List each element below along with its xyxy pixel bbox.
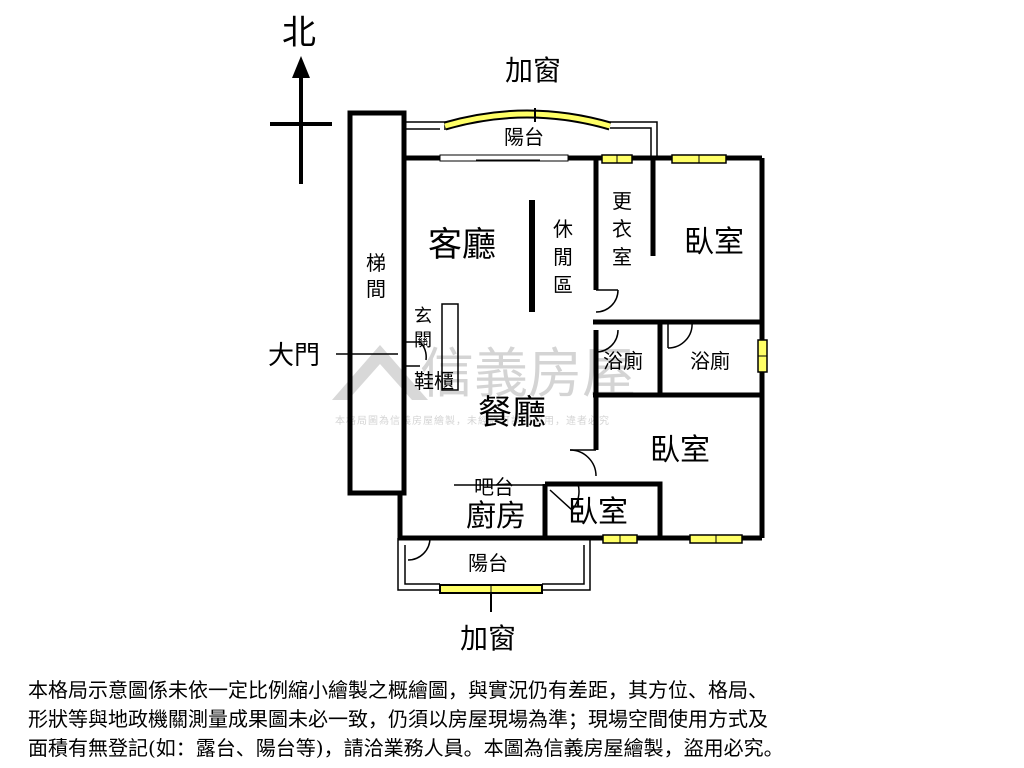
add-window-top-label: 加窗	[505, 54, 561, 87]
svg-text:衣: 衣	[612, 217, 632, 241]
stairwell-block	[347, 110, 407, 496]
doors	[407, 289, 693, 561]
balcony-top	[404, 108, 658, 158]
compass: 北	[270, 13, 332, 184]
kitchen-label: 廚房	[466, 499, 526, 534]
north-arrow-icon	[292, 56, 310, 78]
dressing-room-label: 更 衣 室	[612, 189, 632, 269]
shoe-cabinet-label: 鞋櫃	[414, 369, 454, 393]
svg-text:玄: 玄	[414, 306, 432, 327]
floor-plan-diagram: 信義房屋 本格局圖為信義房屋繪製，未經許可請勿盜用，違者必究 北	[268, 13, 768, 655]
bedroom-small-label: 臥室	[568, 495, 628, 530]
disclaimer-line-1: 本格局示意圖係未依一定比例縮小繪製之概繪圖，與實況仍有差距，其方位、格局、	[28, 678, 768, 702]
stairwell-label: 梯 間	[366, 251, 386, 301]
east-window	[757, 339, 768, 373]
main-door-label: 大門	[268, 341, 320, 371]
balcony-sliding-door	[439, 154, 569, 162]
add-window-bottom-label: 加窗	[460, 622, 516, 655]
bedroom-ne-label: 臥室	[684, 225, 744, 260]
svg-text:區: 區	[553, 273, 573, 297]
bottom-windows	[602, 534, 743, 544]
living-room-label: 客廳	[428, 225, 496, 265]
disclaimer-line-3: 面積有無登記(如：露台、陽台等)，請洽業務人員。本圖為信義房屋繪製，盜用必究。	[28, 736, 784, 760]
interior-walls	[542, 158, 762, 538]
dining-room-label: 餐廳	[478, 393, 546, 433]
bathroom-1-label: 浴廁	[603, 349, 643, 373]
watermark-notice: 本格局圖為信義房屋繪製，未經許可請勿盜用，違者必究	[335, 414, 610, 427]
balcony-top-label: 陽台	[504, 125, 544, 149]
svg-text:室: 室	[612, 245, 632, 269]
entrance-hall-label: 玄 關	[414, 306, 432, 351]
svg-text:更: 更	[612, 189, 632, 213]
north-label: 北	[282, 13, 316, 53]
bathroom-2-label: 浴廁	[690, 349, 730, 373]
leisure-area-label: 休 閒 區	[553, 217, 573, 297]
balcony-bottom	[397, 538, 591, 612]
shoe-cabinet-shape	[441, 303, 459, 391]
svg-text:閒: 閒	[553, 245, 573, 269]
top-windows	[601, 154, 727, 164]
svg-text:梯: 梯	[366, 251, 386, 275]
disclaimer-line-2: 形狀等與地政機關測量成果圖未必一致，仍須以房屋現場為準；現場空間使用方式及	[28, 707, 768, 731]
svg-text:休: 休	[553, 217, 573, 241]
bar-counter-label: 吧台	[474, 475, 514, 499]
disclaimer: 本格局示意圖係未依一定比例縮小繪製之概繪圖，與實況仍有差距，其方位、格局、 形狀…	[28, 676, 1008, 763]
svg-text:關: 關	[414, 330, 432, 351]
bedroom-se-label: 臥室	[650, 433, 710, 468]
balcony-bottom-label: 陽台	[468, 551, 508, 575]
entrance-fixtures	[336, 303, 459, 391]
svg-text:間: 間	[366, 277, 386, 301]
